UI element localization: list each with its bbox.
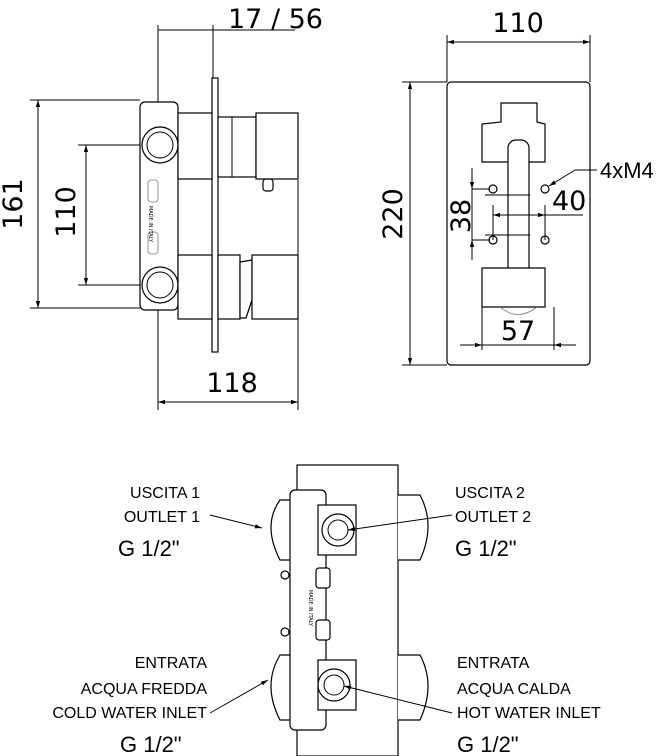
side-view: 17 / 56 161 110 118 MADE IN ITALY <box>0 4 323 410</box>
outlet1-label-it: USCITA 1 <box>130 485 200 502</box>
plate-width-label: 110 <box>492 8 544 39</box>
rear-view: MADE IN ITALY USCITA 1 OUTLET 1 G 1/2" U… <box>52 464 601 756</box>
outlet2-label-it: USCITA 2 <box>455 485 525 502</box>
holes-horizontal-label: 40 <box>552 186 586 217</box>
cover-plate <box>211 77 219 353</box>
hot-inlet-label-3: HOT WATER INLET <box>457 705 601 722</box>
outlet2-label-en: OUTLET 2 <box>455 509 531 526</box>
made-in-label: MADE IN ITALY <box>147 206 153 243</box>
hot-inlet-label-2: ACQUA CALDA <box>457 681 571 698</box>
cold-inlet-label-3: COLD WATER INLET <box>52 705 207 722</box>
cold-inlet-label-2: ACQUA FREDDA <box>81 681 208 698</box>
hot-inlet-label-1: ENTRATA <box>457 655 530 672</box>
cold-inlet-label-1: ENTRATA <box>135 655 208 672</box>
holes-vertical-label: 38 <box>446 199 477 233</box>
outlet1-label-en: OUTLET 1 <box>124 509 200 526</box>
width-dim-label: 118 <box>206 368 258 399</box>
height-dim-label: 161 <box>0 178 29 230</box>
outlet1-thread: G 1/2" <box>118 536 180 561</box>
svg-text:MADE IN ITALY: MADE IN ITALY <box>307 590 313 627</box>
cold-inlet-thread: G 1/2" <box>120 732 182 756</box>
plate-height-label: 220 <box>378 188 409 240</box>
rear-valve-body <box>289 489 327 731</box>
screws-label: 4xM4 <box>600 158 654 183</box>
hot-inlet-thread: G 1/2" <box>457 732 519 756</box>
front-view: 110 220 38 40 4xM4 57 <box>378 8 654 366</box>
body-width-label: 57 <box>501 316 535 347</box>
depth-dim-label: 17 / 56 <box>228 4 323 35</box>
outlet2-thread: G 1/2" <box>455 536 517 561</box>
ports-spacing-label: 110 <box>51 186 82 238</box>
